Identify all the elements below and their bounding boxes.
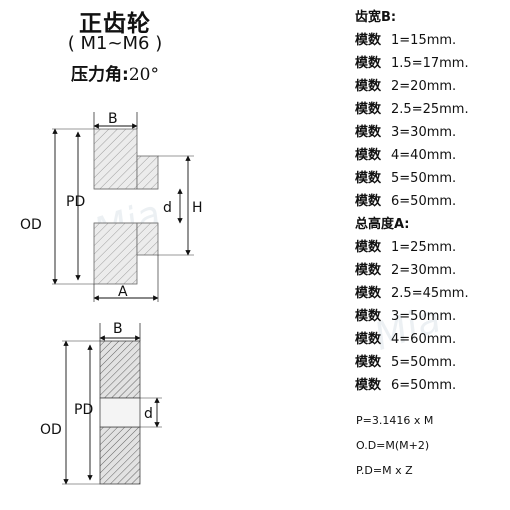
- total-height-row: 模数 2=30mm.: [355, 259, 505, 282]
- formula-pitch-diameter: P.D=M x Z: [356, 464, 413, 477]
- total-height-title: 总高度A:: [355, 217, 410, 232]
- spec-value: 4=40mm.: [391, 148, 457, 163]
- face-width-row: 模数 2.5=25mm.: [355, 98, 505, 121]
- spec-key: 模数: [355, 309, 382, 324]
- spec-value: 4=60mm.: [391, 332, 457, 347]
- face-width-row: 模数 1.5=17mm.: [355, 52, 505, 75]
- spec-key: 模数: [355, 263, 382, 278]
- spec-value: 2=30mm.: [391, 263, 457, 278]
- formula-outer-diameter: O.D=M(M+2): [356, 439, 430, 452]
- spec-key: 模数: [355, 240, 382, 255]
- spec-value: 2=20mm.: [391, 79, 457, 94]
- spec-key: 模数: [355, 286, 382, 301]
- spec-value: 6=50mm.: [391, 194, 457, 209]
- gear-body-upper: [93, 128, 138, 190]
- label-b-bottom: B: [113, 321, 123, 337]
- bore: [99, 397, 141, 428]
- spec-value: 3=30mm.: [391, 125, 457, 140]
- spec-key: 模数: [355, 56, 382, 71]
- face-width-row: 模数 1=15mm.: [355, 29, 505, 52]
- face-width-row: 模数 4=40mm.: [355, 144, 505, 167]
- total-height-row: 模数 1=25mm.: [355, 236, 505, 259]
- formula-pitch: P=3.1416 x M: [356, 414, 434, 427]
- hub-upper: [136, 155, 159, 190]
- hub-lower: [136, 222, 159, 256]
- total-height-row: 模数 3=50mm.: [355, 305, 505, 328]
- spec-value: 1=15mm.: [391, 33, 457, 48]
- spec-key: 模数: [355, 378, 382, 393]
- face-width-row: 模数 6=50mm.: [355, 190, 505, 213]
- spec-value: 1.5=17mm.: [391, 56, 469, 71]
- face-width-row: 模数 3=30mm.: [355, 121, 505, 144]
- title: 正齿轮: [79, 11, 151, 37]
- pressure-angle-value: 20°: [128, 65, 159, 85]
- spec-key: 模数: [355, 332, 382, 347]
- face-width-title: 齿宽B:: [355, 10, 397, 25]
- total-height-row: 模数 2.5=45mm.: [355, 282, 505, 305]
- spec-key: 模数: [355, 194, 382, 209]
- label-d-top: d: [163, 200, 172, 216]
- spec-value: 2.5=25mm.: [391, 102, 469, 117]
- label-pd-top: PD: [66, 194, 85, 210]
- spec-value: 2.5=45mm.: [391, 286, 469, 301]
- spec-key: 模数: [355, 355, 382, 370]
- face-width-row: 模数 5=50mm.: [355, 167, 505, 190]
- label-a-top: A: [118, 284, 128, 300]
- pressure-angle: 压力角:20°: [0, 60, 230, 85]
- spec-key: 模数: [355, 79, 382, 94]
- label-od-top: OD: [20, 217, 42, 233]
- spec-value: 6=50mm.: [391, 378, 457, 393]
- label-od-bottom: OD: [40, 422, 62, 438]
- gear-body-lower: [99, 426, 141, 485]
- spec-key: 模数: [355, 102, 382, 117]
- total-height-row: 模数 6=50mm.: [355, 374, 505, 397]
- label-h-top: H: [192, 200, 203, 216]
- pressure-angle-label: 压力角:: [71, 65, 129, 85]
- label-d-bottom: d: [144, 406, 153, 422]
- formula-list: P=3.1416 x M O.D=M(M+2) P.D=M x Z: [356, 408, 433, 483]
- gear-body-upper: [99, 340, 141, 399]
- face-width-row: 模数 2=20mm.: [355, 75, 505, 98]
- spec-key: 模数: [355, 148, 382, 163]
- spec-list: 齿宽B: 模数 1=15mm. 模数 1.5=17mm. 模数 2=20mm. 模数 2…: [355, 6, 505, 397]
- spec-value: 1=25mm.: [391, 240, 457, 255]
- label-pd-bottom: PD: [74, 402, 93, 418]
- spec-value: 5=50mm.: [391, 355, 457, 370]
- module-range: ( M1~M6 ): [67, 33, 163, 54]
- gear-with-hub-drawing: B OD PD d H A: [20, 111, 203, 302]
- spec-value: 5=50mm.: [391, 171, 457, 186]
- spec-key: 模数: [355, 125, 382, 140]
- total-height-row: 模数 5=50mm.: [355, 351, 505, 374]
- spec-key: 模数: [355, 171, 382, 186]
- gear-body-lower: [93, 222, 138, 285]
- spec-key: 模数: [355, 33, 382, 48]
- plain-gear-drawing: B OD PD d: [40, 321, 162, 485]
- total-height-row: 模数 4=60mm.: [355, 328, 505, 351]
- label-b-top: B: [108, 111, 118, 127]
- spec-value: 3=50mm.: [391, 309, 457, 324]
